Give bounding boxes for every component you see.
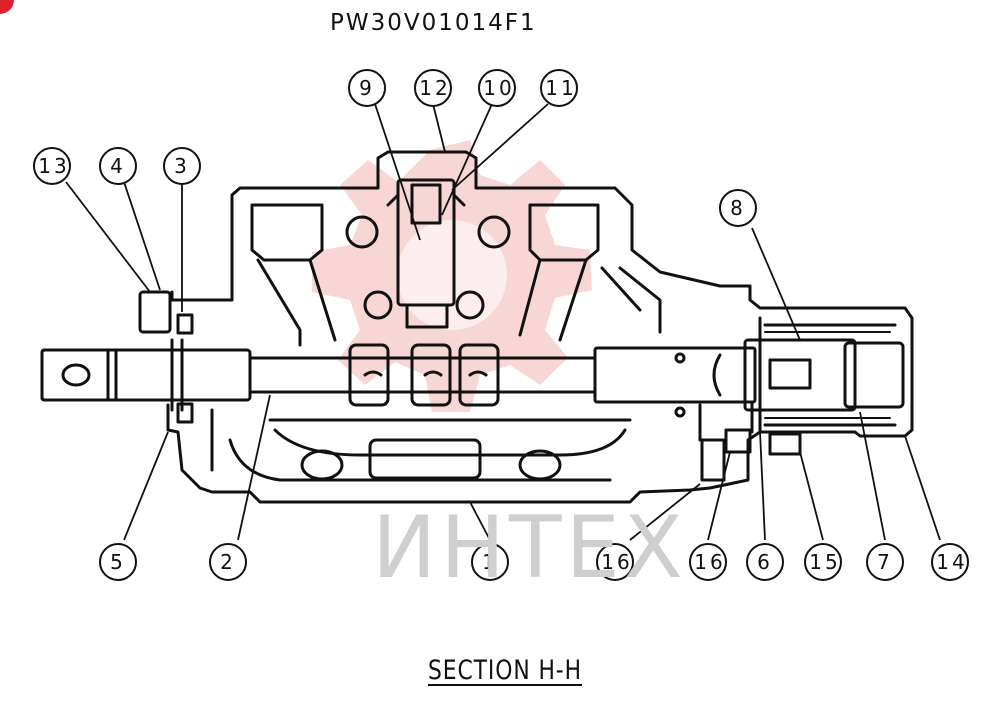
callout-3: 3 xyxy=(174,154,190,178)
drawing-code: PW30V01014F1 xyxy=(330,10,537,36)
callout-11: 11 xyxy=(545,76,576,100)
callout-12: 12 xyxy=(419,76,450,100)
callout-8: 8 xyxy=(730,196,746,220)
watermark-text: ИНТЕХ xyxy=(372,498,687,598)
callout-14: 14 xyxy=(936,550,967,574)
section-title: SECTION H-H xyxy=(428,655,582,686)
callout-10: 10 xyxy=(483,76,514,100)
rod-eye xyxy=(40,348,110,402)
callout-13: 13 xyxy=(38,154,69,178)
callout-2: 2 xyxy=(220,550,236,574)
callout-1: 1 xyxy=(482,550,498,574)
valve-body-outline xyxy=(166,150,914,504)
callout-16a: 16 xyxy=(601,550,632,574)
callout-16b: 16 xyxy=(694,550,725,574)
callout-6: 6 xyxy=(757,550,773,574)
callout-9: 9 xyxy=(359,76,375,100)
spool-rod xyxy=(40,348,252,402)
callout-5: 5 xyxy=(110,550,126,574)
callout-4: 4 xyxy=(110,154,126,178)
callout-15: 15 xyxy=(809,550,840,574)
callout-7: 7 xyxy=(877,550,893,574)
